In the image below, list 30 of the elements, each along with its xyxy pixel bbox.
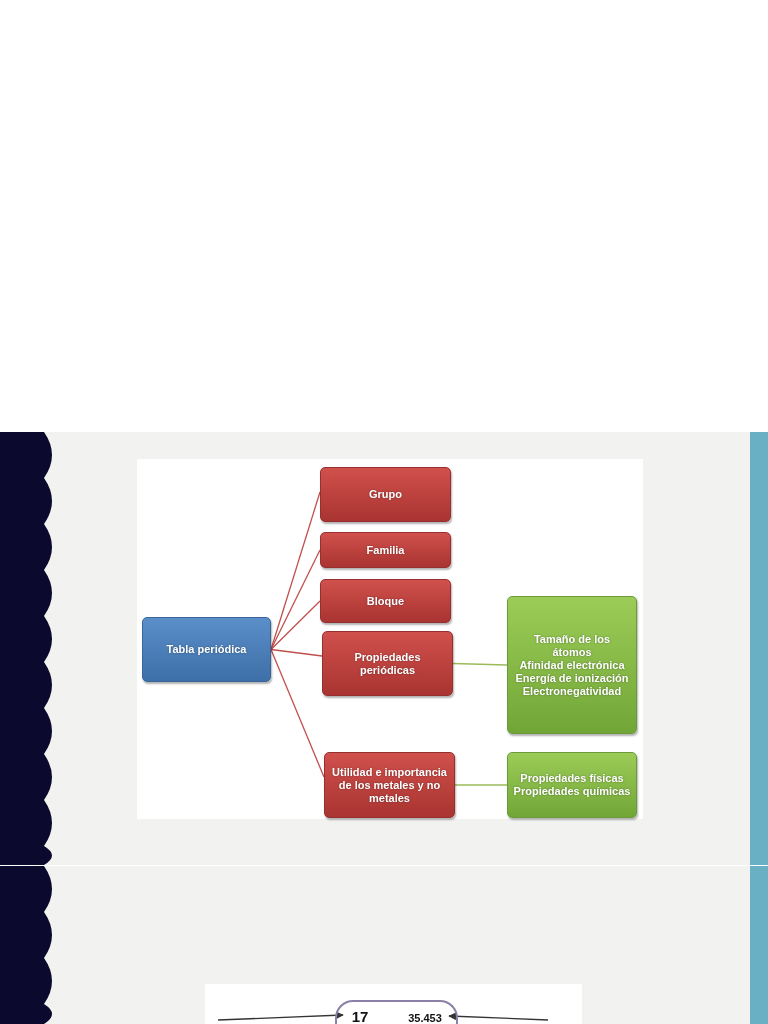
node-label: Familia <box>366 543 405 557</box>
concept-box <box>324 752 455 818</box>
connector-line <box>452 662 508 666</box>
concept-box <box>320 532 451 568</box>
connector-line <box>270 648 323 657</box>
node-label: Bloque <box>366 594 405 608</box>
node-label: Grupo <box>369 488 402 501</box>
node-label: Propiedades físicas <box>520 772 624 785</box>
detail-box <box>507 752 637 818</box>
node-label: Afinidad electrónica <box>519 658 625 672</box>
arrow <box>217 1011 344 1021</box>
node-label: Propiedades químicas <box>513 785 631 798</box>
node-label: Tabla periódica <box>166 643 247 656</box>
node-label: Energía de ionización <box>515 671 629 685</box>
connector-line <box>270 648 325 778</box>
concept-box <box>320 467 451 522</box>
atomic-number: 17 <box>345 1008 375 1024</box>
arrow <box>448 1012 549 1021</box>
node-label: Propiedades periódicas <box>353 650 422 677</box>
connector-line <box>454 784 508 786</box>
connector-line <box>270 600 321 651</box>
concept-box <box>320 579 451 623</box>
atomic-mass: 35.453 <box>399 1011 451 1024</box>
concept-box <box>142 617 271 682</box>
connector-line <box>270 549 321 651</box>
node-label: Tamaño de los átomos <box>532 632 612 659</box>
node-label: Utilidad e importancia de los metales y no metales <box>331 765 448 805</box>
concept-box <box>322 631 453 696</box>
detail-box <box>507 596 637 734</box>
node-label: Electronegatividad <box>522 684 622 698</box>
